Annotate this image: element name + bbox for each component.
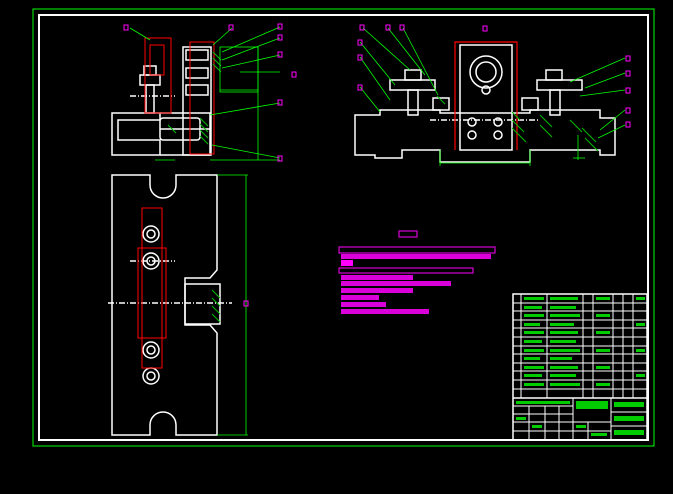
top-view-section: [137, 207, 167, 369]
front-view-hatch: [167, 51, 222, 145]
top-view: [108, 174, 232, 436]
side-view: [354, 44, 616, 163]
parts-list-text: [516, 297, 645, 436]
inner-border: [38, 14, 649, 441]
callout-markers: [123, 23, 631, 307]
front-view-dims: [129, 26, 281, 161]
title-block: [512, 293, 648, 441]
side-view-hatch: [436, 95, 599, 152]
side-view-dims: [359, 27, 626, 166]
outer-border: [32, 8, 655, 447]
top-view-hatch: [211, 289, 221, 323]
front-view: [111, 46, 212, 156]
side-view-section: [454, 41, 518, 150]
top-view-dims: [217, 174, 248, 436]
front-view-section: [144, 37, 215, 155]
technical-notes: [338, 230, 496, 314]
